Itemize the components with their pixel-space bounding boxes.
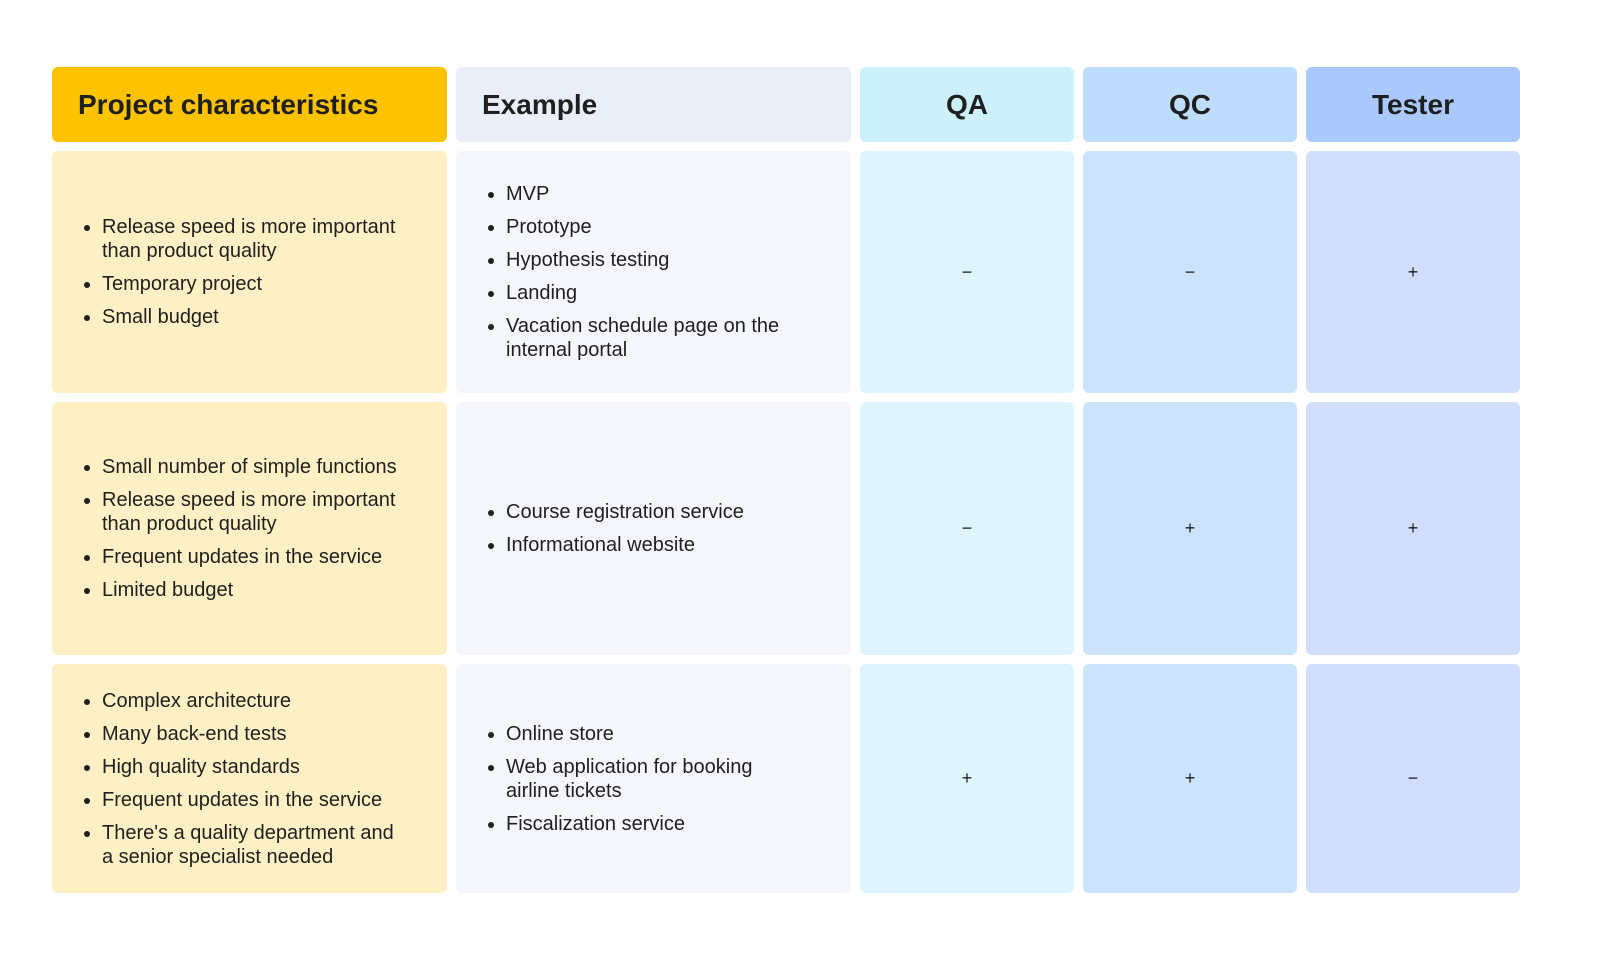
header-example: Example: [456, 67, 851, 142]
list-item: Small number of simple functions: [102, 455, 407, 479]
list-item: Many back-end tests: [102, 722, 407, 746]
examples-list: Course registration service Informationa…: [486, 500, 744, 557]
list-item: Frequent updates in the service: [102, 788, 407, 812]
row-2-examples-cell: Course registration service Informationa…: [456, 402, 851, 655]
list-item: There's a quality department and a senio…: [102, 821, 407, 869]
list-item: High quality standards: [102, 755, 407, 779]
list-item: Online store: [506, 722, 811, 746]
header-qc: QC: [1083, 67, 1297, 142]
examples-list: MVP Prototype Hypothesis testing Landing…: [486, 182, 811, 362]
characteristics-list: Small number of simple functions Release…: [82, 455, 407, 602]
row-3-tester-mark: −: [1306, 664, 1520, 893]
row-3-examples-cell: Online store Web application for booking…: [456, 664, 851, 893]
row-2-qa-mark: −: [860, 402, 1074, 655]
characteristics-list: Release speed is more important than pro…: [82, 215, 407, 329]
row-2-characteristics-cell: Small number of simple functions Release…: [52, 402, 447, 655]
list-item: Web application for booking airline tick…: [506, 755, 811, 803]
list-item: Vacation schedule page on the internal p…: [506, 314, 811, 362]
row-1-examples-cell: MVP Prototype Hypothesis testing Landing…: [456, 151, 851, 393]
list-item: Prototype: [506, 215, 811, 239]
list-item: Landing: [506, 281, 811, 305]
list-item: Release speed is more important than pro…: [102, 215, 407, 263]
header-project-characteristics: Project characteristics: [52, 67, 447, 142]
row-3-characteristics-cell: Complex architecture Many back-end tests…: [52, 664, 447, 893]
list-item: Limited budget: [102, 578, 407, 602]
row-1-tester-mark: +: [1306, 151, 1520, 393]
list-item: Small budget: [102, 305, 407, 329]
row-2-qc-mark: +: [1083, 402, 1297, 655]
list-item: Frequent updates in the service: [102, 545, 407, 569]
row-3-qc-mark: +: [1083, 664, 1297, 893]
list-item: Informational website: [506, 533, 744, 557]
row-1-qa-mark: −: [860, 151, 1074, 393]
list-item: Complex architecture: [102, 689, 407, 713]
list-item: Temporary project: [102, 272, 407, 296]
characteristics-list: Complex architecture Many back-end tests…: [82, 689, 407, 869]
list-item: MVP: [506, 182, 811, 206]
row-2-tester-mark: +: [1306, 402, 1520, 655]
row-1-qc-mark: −: [1083, 151, 1297, 393]
list-item: Course registration service: [506, 500, 744, 524]
list-item: Hypothesis testing: [506, 248, 811, 272]
examples-list: Online store Web application for booking…: [486, 722, 811, 836]
row-1-characteristics-cell: Release speed is more important than pro…: [52, 151, 447, 393]
row-3-qa-mark: +: [860, 664, 1074, 893]
list-item: Release speed is more important than pro…: [102, 488, 407, 536]
list-item: Fiscalization service: [506, 812, 811, 836]
header-qa: QA: [860, 67, 1074, 142]
header-tester: Tester: [1306, 67, 1520, 142]
